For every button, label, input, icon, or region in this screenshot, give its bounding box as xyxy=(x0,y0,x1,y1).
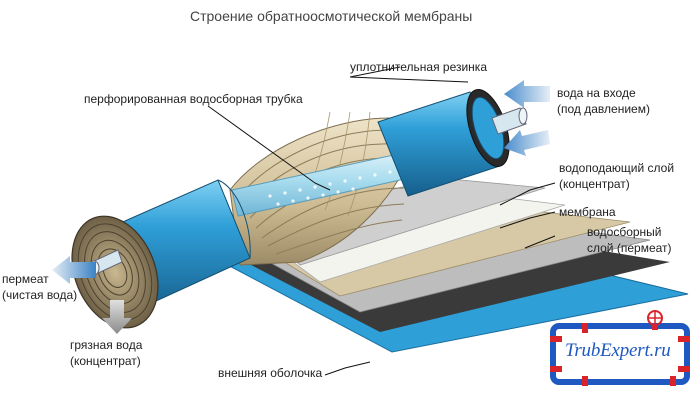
diagram-title: Строение обратноосмотической мембраны xyxy=(190,8,473,24)
pipe-frame-icon xyxy=(550,323,690,386)
arrow-down-icon xyxy=(102,300,132,334)
leader-lines xyxy=(207,66,556,376)
label-membrane: мембрана xyxy=(559,205,616,219)
label-feed-layer-line2: (концентрат) xyxy=(559,177,630,191)
right-shell xyxy=(377,89,528,197)
arrow-out-icon xyxy=(52,256,96,284)
label-inlet-line1: вода на входе xyxy=(557,86,636,100)
label-seal: уплотнительная резинка xyxy=(350,60,487,74)
left-shell xyxy=(71,179,251,329)
valve-icon xyxy=(647,310,663,330)
arrow-in-icon xyxy=(504,80,550,156)
label-outer-shell: внешняя оболочка xyxy=(218,366,323,380)
label-dirty-water-line1: грязная вода xyxy=(70,338,143,352)
label-permeate-line1: пермеат xyxy=(2,272,49,286)
label-inlet-line2: (под давлением) xyxy=(557,102,650,116)
label-dirty-water-line2: (концентрат) xyxy=(70,354,141,368)
label-feed-layer-line1: водоподающий слой xyxy=(559,161,675,175)
label-collect-layer-line2: слой (пермеат) xyxy=(587,241,672,255)
label-tube: перфорированная водосборная трубка xyxy=(84,92,303,106)
label-permeate-line2: (чистая вода) xyxy=(2,288,78,302)
logo-text: TrubExpert.ru xyxy=(565,340,671,361)
label-collect-layer-line1: водосборный xyxy=(587,225,662,239)
